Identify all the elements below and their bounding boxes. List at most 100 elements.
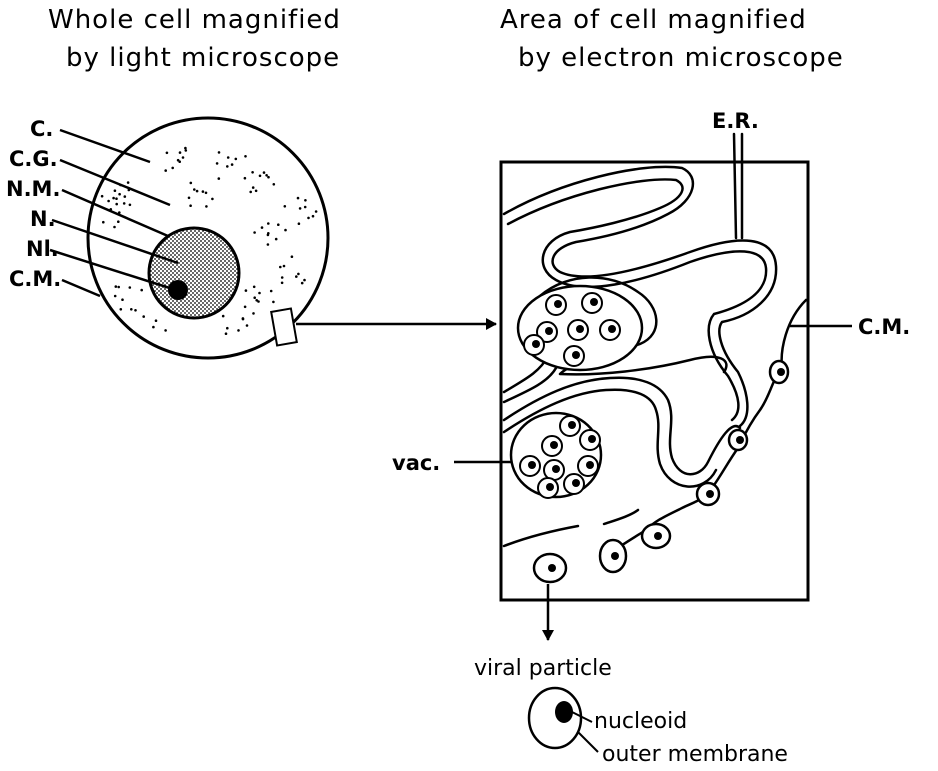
granule-dot — [190, 182, 193, 185]
particle-nucleoid — [545, 327, 553, 335]
granule-dot — [142, 315, 145, 318]
granule-dot — [297, 273, 300, 276]
label-cell-membrane: C.M. — [9, 267, 61, 291]
granule-dot — [117, 286, 120, 289]
label-viral-particle: viral particle — [474, 656, 612, 681]
granule-dot — [185, 149, 188, 152]
granule-dot — [113, 226, 116, 229]
electron-micrograph-panel — [501, 134, 808, 600]
particle-nucleoid — [586, 461, 594, 469]
granule-dot — [270, 290, 273, 293]
granule-dot — [216, 162, 219, 165]
granule-dot — [140, 289, 143, 292]
granule-dot — [226, 327, 229, 330]
granule-dot — [258, 292, 261, 295]
particle-nucleoid — [554, 300, 562, 308]
granule-dot — [253, 231, 256, 234]
granule-dot — [227, 156, 230, 159]
granule-dot — [184, 147, 187, 150]
granule-dot — [124, 195, 127, 198]
left-heading-line1: Whole cell magnified — [48, 5, 341, 35]
granule-dot — [303, 279, 306, 282]
granule-dot — [255, 190, 258, 193]
granule-dot — [115, 203, 118, 206]
bud-nucleoid — [548, 564, 556, 572]
granule-dot — [251, 171, 254, 174]
granule-dot — [267, 222, 270, 225]
granule-dot — [115, 197, 118, 200]
granule-dot — [202, 190, 205, 193]
bud-nucleoid — [777, 368, 785, 376]
nucleoid-shape — [555, 701, 573, 723]
granule-dot — [123, 202, 126, 205]
granule-dot — [244, 177, 247, 180]
granule-dot — [304, 199, 307, 202]
label-cell-membrane-em: C.M. — [858, 315, 910, 339]
particle-nucleoid — [552, 465, 560, 473]
granule-dot — [275, 238, 278, 241]
label-nuclear-membrane: N.M. — [6, 177, 60, 201]
granule-dot — [171, 167, 174, 170]
bud-nucleoid — [736, 436, 744, 444]
granule-dot — [231, 163, 234, 166]
granule-dot — [312, 215, 315, 218]
particle-nucleoid — [528, 461, 536, 469]
particle-nucleoid — [572, 351, 580, 359]
granule-dot — [253, 296, 256, 299]
granule-dot — [134, 309, 137, 312]
granule-dot — [107, 200, 110, 203]
granule-dot — [295, 275, 298, 278]
granule-dot — [304, 206, 307, 209]
granule-dot — [252, 312, 255, 315]
granule-dot — [112, 197, 115, 200]
particle-nucleoid — [568, 421, 576, 429]
granule-dot — [182, 156, 185, 159]
granule-dot — [267, 243, 270, 246]
particle-nucleoid — [608, 325, 616, 333]
label-nucleus: N. — [30, 207, 56, 231]
granule-dot — [205, 205, 208, 208]
label-outer-membrane: outer membrane — [602, 742, 788, 767]
right-heading-line2: by electron microscope — [518, 43, 844, 73]
right-heading-line1: Area of cell magnified — [500, 5, 807, 35]
granule-dot — [237, 329, 240, 332]
bud-nucleoid — [654, 532, 662, 540]
granule-dot — [129, 204, 132, 207]
granule-dot — [152, 326, 155, 329]
particle-nucleoid — [590, 298, 598, 306]
granule-dot — [307, 217, 310, 220]
granule-dot — [245, 289, 248, 292]
granule-dot — [242, 318, 245, 321]
granule-dot — [114, 295, 117, 298]
granule-dot — [225, 332, 228, 335]
granule-dot — [101, 195, 104, 198]
granule-dot — [102, 221, 105, 224]
granule-dot — [188, 197, 191, 200]
granule-dot — [211, 198, 214, 201]
nucleolus — [168, 280, 188, 300]
granule-dot — [117, 220, 120, 223]
label-cytoplasm: C. — [30, 117, 53, 141]
granule-dot — [118, 193, 121, 196]
granule-dot — [189, 204, 192, 207]
left-labels: C. C.G. N.M. N. Nl. C.M. — [6, 117, 61, 291]
granule-dot — [281, 276, 284, 279]
granule-dot — [115, 285, 118, 288]
particle-nucleoid — [588, 435, 596, 443]
label-vacuole: vac. — [392, 451, 440, 475]
granule-dot — [272, 301, 275, 304]
outer-membrane-leader — [578, 732, 598, 752]
label-nucleoid: nucleoid — [594, 709, 687, 734]
particle-nucleoid — [572, 479, 580, 487]
bud-nucleoid — [706, 490, 714, 498]
granule-dot — [218, 177, 221, 180]
particle-nucleoid — [546, 483, 554, 491]
granule-dot — [121, 298, 124, 301]
particle-nucleoid — [532, 340, 540, 348]
granule-dot — [235, 158, 238, 161]
granule-dot — [257, 300, 260, 303]
bud-nucleoid — [611, 552, 619, 560]
granule-dot — [273, 183, 276, 186]
granule-dot — [263, 171, 266, 174]
